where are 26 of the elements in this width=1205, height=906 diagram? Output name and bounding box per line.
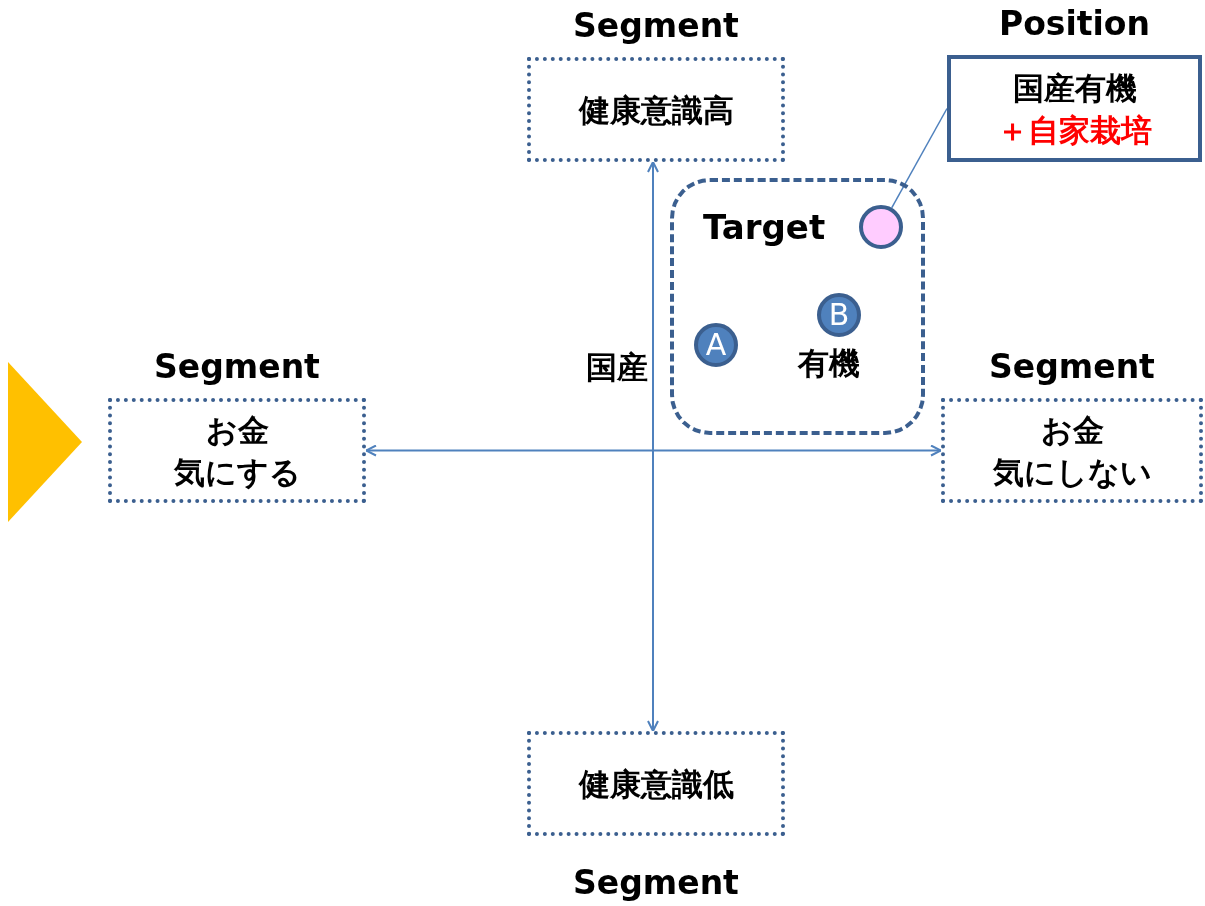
marker-letter: A — [704, 326, 728, 364]
marker-caption: 有機 — [798, 344, 860, 383]
segment-label: 健康意識低 — [578, 764, 734, 804]
segment-label: 健康意識高 — [578, 90, 734, 130]
position-label: ＋自家栽培 — [997, 110, 1152, 150]
arrow — [365, 444, 942, 457]
marker-circle — [817, 293, 861, 337]
position-heading: Position — [997, 4, 1152, 44]
segment-heading: Segment — [572, 863, 740, 903]
triangle-marker — [8, 362, 82, 522]
segment-heading: Segment — [572, 6, 740, 46]
marker-circle — [859, 205, 903, 249]
leader-line — [890, 107, 948, 209]
segment-label: 気にしない — [991, 452, 1153, 492]
marker-caption: 国産 — [586, 348, 648, 387]
segment-label: 気にする — [172, 452, 302, 492]
marker-letter: B — [827, 296, 851, 334]
position-label: 国産有機 — [1012, 68, 1137, 108]
target-label: Target — [703, 207, 826, 247]
segment-label: お金 — [1039, 410, 1105, 450]
segment-heading: Segment — [153, 347, 321, 387]
arrow — [647, 161, 659, 732]
target-area — [670, 178, 925, 435]
marker-circle — [694, 323, 738, 367]
segment-label: お金 — [204, 410, 270, 450]
segment-heading: Segment — [988, 347, 1156, 387]
